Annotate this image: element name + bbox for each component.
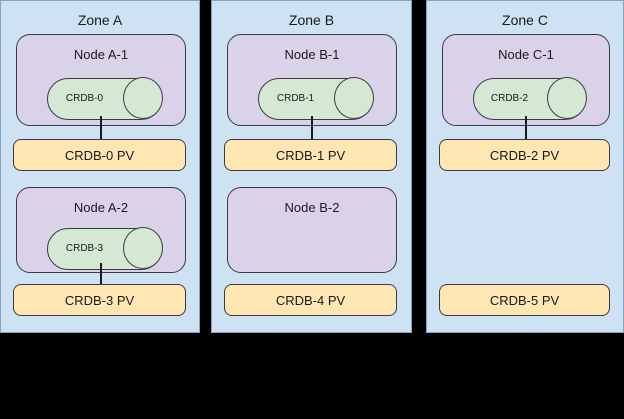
connector-line-crdb-0 (100, 116, 102, 140)
connector-line-crdb-1 (311, 116, 313, 140)
pv-label: CRDB-3 PV (64, 292, 135, 308)
cylinder-cap (123, 227, 163, 269)
pv-box-crdb-5[interactable]: CRDB-5 PV (439, 284, 610, 316)
connector-line-crdb-3 (100, 263, 102, 285)
cylinder-label: CRDB-1 (276, 93, 315, 104)
node-title: Node B-2 (284, 200, 340, 215)
node-box-a-2[interactable]: Node A-2 CRDB-3 (16, 187, 186, 273)
pv-box-crdb-3[interactable]: CRDB-3 PV (13, 284, 186, 316)
node-title: Node C-1 (498, 47, 554, 62)
zone-panel-c[interactable]: Zone C Node C-1 CRDB-2 CRDB-2 PV CRDB-5 … (426, 0, 624, 333)
node-box-c-1[interactable]: Node C-1 CRDB-2 (442, 34, 610, 126)
pv-label: CRDB-0 PV (64, 147, 135, 163)
pv-label: CRDB-1 PV (275, 147, 346, 163)
node-box-a-1[interactable]: Node A-1 CRDB-0 (16, 34, 186, 126)
zone-title: Zone A (77, 12, 123, 28)
node-box-b-1[interactable]: Node B-1 CRDB-1 (227, 34, 397, 126)
cylinder-label: CRDB-2 (490, 93, 529, 104)
node-title: Node B-1 (284, 47, 340, 62)
cylinder-cap (547, 77, 587, 119)
zone-title: Zone B (288, 12, 335, 28)
database-cylinder-crdb-0[interactable]: CRDB-0 (47, 77, 163, 120)
node-title: Node A-1 (73, 47, 129, 62)
cylinder-label: CRDB-3 (65, 243, 104, 254)
connector-line-crdb-2 (525, 116, 527, 140)
zone-panel-a[interactable]: Zone A Node A-1 CRDB-0 CRDB-0 PV Node A-… (0, 0, 200, 333)
database-cylinder-crdb-2[interactable]: CRDB-2 (473, 77, 587, 120)
pv-box-crdb-4[interactable]: CRDB-4 PV (224, 284, 397, 316)
database-cylinder-crdb-3[interactable]: CRDB-3 (47, 227, 163, 270)
pv-box-crdb-1[interactable]: CRDB-1 PV (224, 139, 397, 171)
node-title: Node A-2 (73, 200, 129, 215)
zone-panel-b[interactable]: Zone B Node B-1 CRDB-1 CRDB-1 PV Node B-… (211, 0, 412, 333)
database-cylinder-crdb-1[interactable]: CRDB-1 (258, 77, 374, 120)
pv-label: CRDB-4 PV (275, 292, 346, 308)
node-box-b-2[interactable]: Node B-2 (227, 187, 397, 273)
cylinder-cap (334, 77, 374, 119)
pv-box-crdb-2[interactable]: CRDB-2 PV (439, 139, 610, 171)
pv-label: CRDB-5 PV (489, 292, 560, 308)
zone-title: Zone C (502, 12, 548, 28)
cylinder-cap (123, 77, 163, 119)
pv-box-crdb-0[interactable]: CRDB-0 PV (13, 139, 186, 171)
pv-label: CRDB-2 PV (489, 147, 560, 163)
cylinder-label: CRDB-0 (65, 93, 104, 104)
